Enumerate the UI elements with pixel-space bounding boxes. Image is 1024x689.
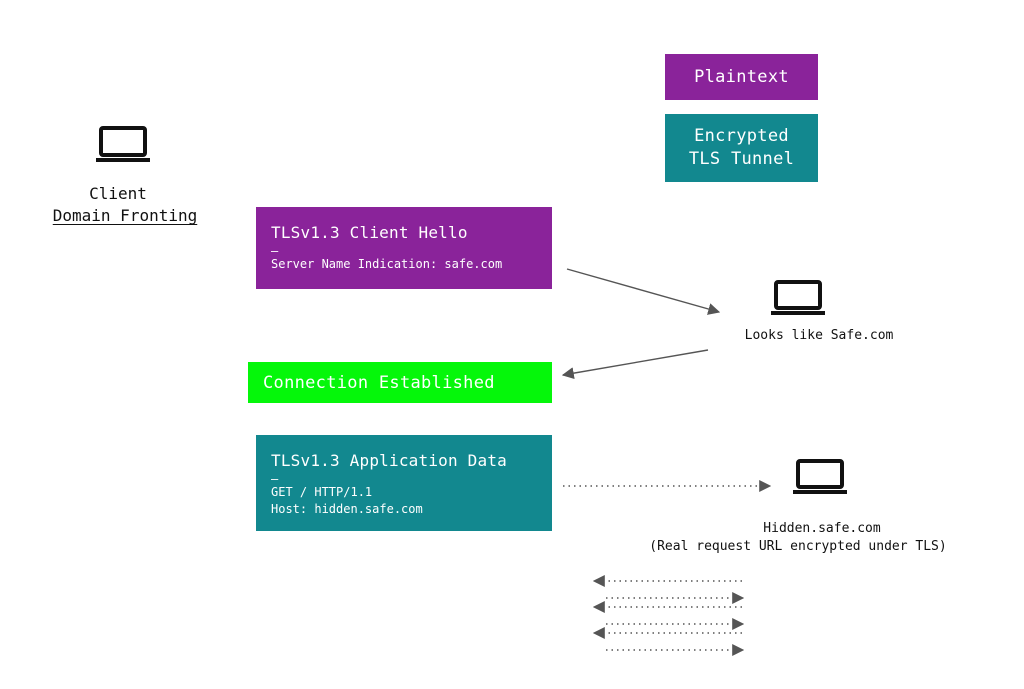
safe-server-label: Looks like Safe.com [744,328,894,343]
client-hello-sni: Server Name Indication: safe.com [271,257,503,271]
legend-plaintext-label: Plaintext [694,66,789,87]
legend-encrypted: Encrypted TLS Tunnel [665,114,818,182]
safe-server-laptop-icon [771,280,825,315]
client-hello-box: TLSv1.3 Client Hello — Server Name Indic… [256,207,552,289]
client-title: Client [89,184,147,203]
hidden-server-laptop-icon [793,459,847,494]
client-hello-title: TLSv1.3 Client Hello [271,223,468,242]
legend-plaintext: Plaintext [665,54,818,100]
hidden-server-label: Hidden.safe.com [763,521,881,536]
connection-established-label: Connection Established [263,372,495,393]
application-data-box: TLSv1.3 Application Data — GET / HTTP/1.… [256,435,552,531]
legend-encrypted-label-line1: Encrypted [694,126,789,146]
client-hello-separator: — [271,244,279,258]
application-data-separator: — [271,472,279,486]
hidden-server-note: (Real request URL encrypted under TLS) [649,539,947,554]
connection-established-box: Connection Established [248,362,552,403]
legend-encrypted-label-line2: TLS Tunnel [688,149,795,169]
client-subtitle: Domain Fronting [52,206,198,225]
application-data-host-line: Host: hidden.safe.com [271,502,423,516]
client-laptop-icon [96,126,150,162]
client-hello-arrow [566,268,721,315]
server-hello-arrow [561,349,709,380]
application-data-request-line: GET / HTTP/1.1 [271,485,373,499]
application-data-title: TLSv1.3 Application Data [271,451,507,470]
